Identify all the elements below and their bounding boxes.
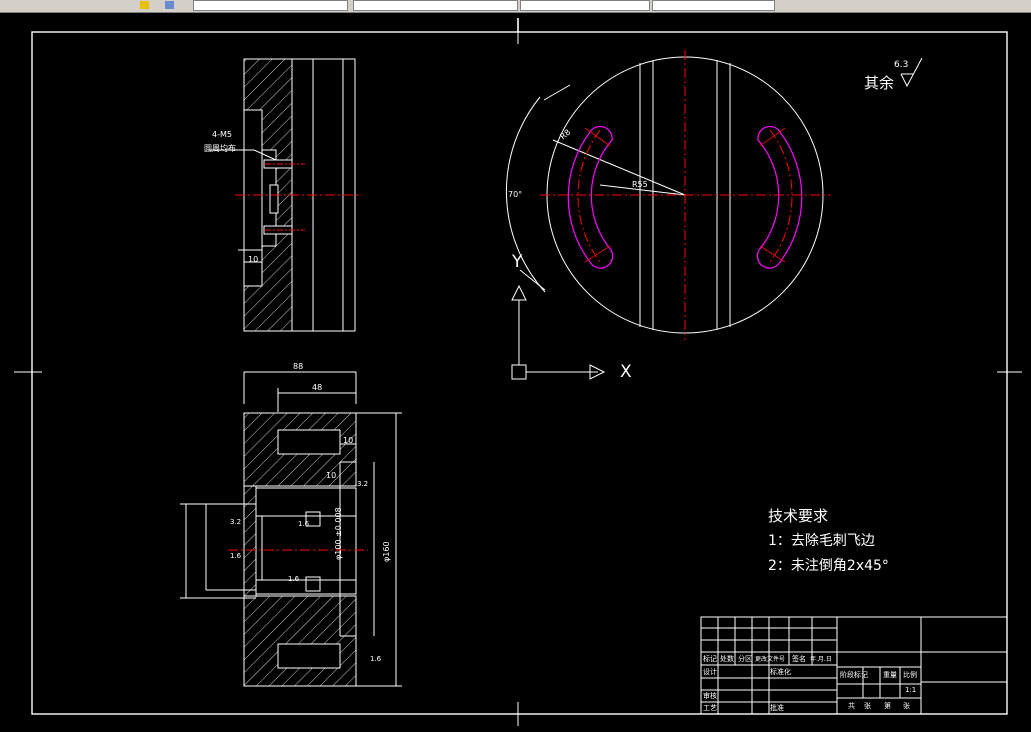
layer-icon[interactable] xyxy=(140,1,149,9)
title-cell: 年.月.日 xyxy=(810,656,832,663)
roughness-value-label: 6.3 xyxy=(894,60,909,70)
roughness-mark: 3.2 xyxy=(357,480,369,488)
drawing-border xyxy=(14,18,1022,726)
title-cell: 第 xyxy=(884,702,891,710)
title-cell: 处数 xyxy=(720,655,734,663)
dim-hole-count: 4-M5 xyxy=(212,130,232,139)
slot-left xyxy=(567,125,614,269)
title-cell: 标准化 xyxy=(770,668,791,676)
title-cell: 张 xyxy=(864,702,871,710)
slot-center-marks xyxy=(584,127,786,263)
roughness-other-label: 其余 xyxy=(864,74,895,92)
title-cell: 设计 xyxy=(703,668,717,676)
layer-state-icon[interactable] xyxy=(165,1,174,9)
drawing-canvas[interactable] xyxy=(0,12,1031,732)
tech-requirement-2: 2：未注倒角2x45° xyxy=(768,558,889,574)
roughness-mark: 1.6 xyxy=(370,655,382,663)
title-cell: 审核 xyxy=(703,692,717,700)
round-view-centerlines xyxy=(540,50,830,340)
title-cell: 共 xyxy=(848,702,855,710)
dim-hole-pattern: 圆周均布 xyxy=(204,144,236,153)
dim-side-depth: 10 xyxy=(248,255,259,264)
title-cell: 张 xyxy=(903,702,910,710)
color-dropdown[interactable] xyxy=(353,0,518,11)
layer-dropdown[interactable] xyxy=(193,0,348,11)
title-cell: 重量 xyxy=(883,671,897,679)
roughness-mark: 1.6 xyxy=(230,552,242,560)
dim-upper-width: 48 xyxy=(312,383,323,392)
title-cell: 批准 xyxy=(770,704,784,712)
dim-slot-depth-a: 10 xyxy=(343,436,354,445)
title-cell: 比例 xyxy=(903,671,917,679)
title-cell: 分区 xyxy=(738,655,752,663)
ucs-icon xyxy=(511,284,606,380)
title-cell: 更改文件号 xyxy=(755,656,786,663)
tech-requirements-title: 技术要求 xyxy=(768,507,829,525)
title-cell: 阶段标记 xyxy=(840,671,868,679)
roughness-symbol xyxy=(900,57,923,88)
dim-overall-width: 88 xyxy=(293,362,304,371)
dim-pitch-radius: R55 xyxy=(632,180,648,189)
lineweight-dropdown[interactable] xyxy=(652,0,775,11)
axis-y-label: Y xyxy=(512,252,523,272)
dim-bore-diameter: φ100 ±0.008 xyxy=(334,507,343,560)
title-cell: 工艺 xyxy=(703,704,717,712)
dim-slot-angle: 70° xyxy=(508,190,523,199)
linetype-dropdown[interactable] xyxy=(520,0,650,11)
roughness-mark: 1.6 xyxy=(288,575,300,583)
toolbar-strip xyxy=(0,0,1031,13)
title-cell-scale: 1:1 xyxy=(905,686,917,694)
title-block xyxy=(700,616,1008,715)
dim-slot-depth-b: 10 xyxy=(326,471,337,480)
tech-requirement-1: 1：去除毛刺飞边 xyxy=(768,533,875,549)
roughness-mark: 1.6 xyxy=(298,520,310,528)
section-view xyxy=(180,371,402,687)
roughness-mark: 3.2 xyxy=(230,518,242,526)
slot-right xyxy=(756,125,803,269)
dim-outer-diameter: φ160 xyxy=(382,541,391,562)
title-cell: 签名 xyxy=(792,655,806,663)
axis-x-label: X xyxy=(620,362,632,382)
title-cell: 标记 xyxy=(703,655,717,663)
